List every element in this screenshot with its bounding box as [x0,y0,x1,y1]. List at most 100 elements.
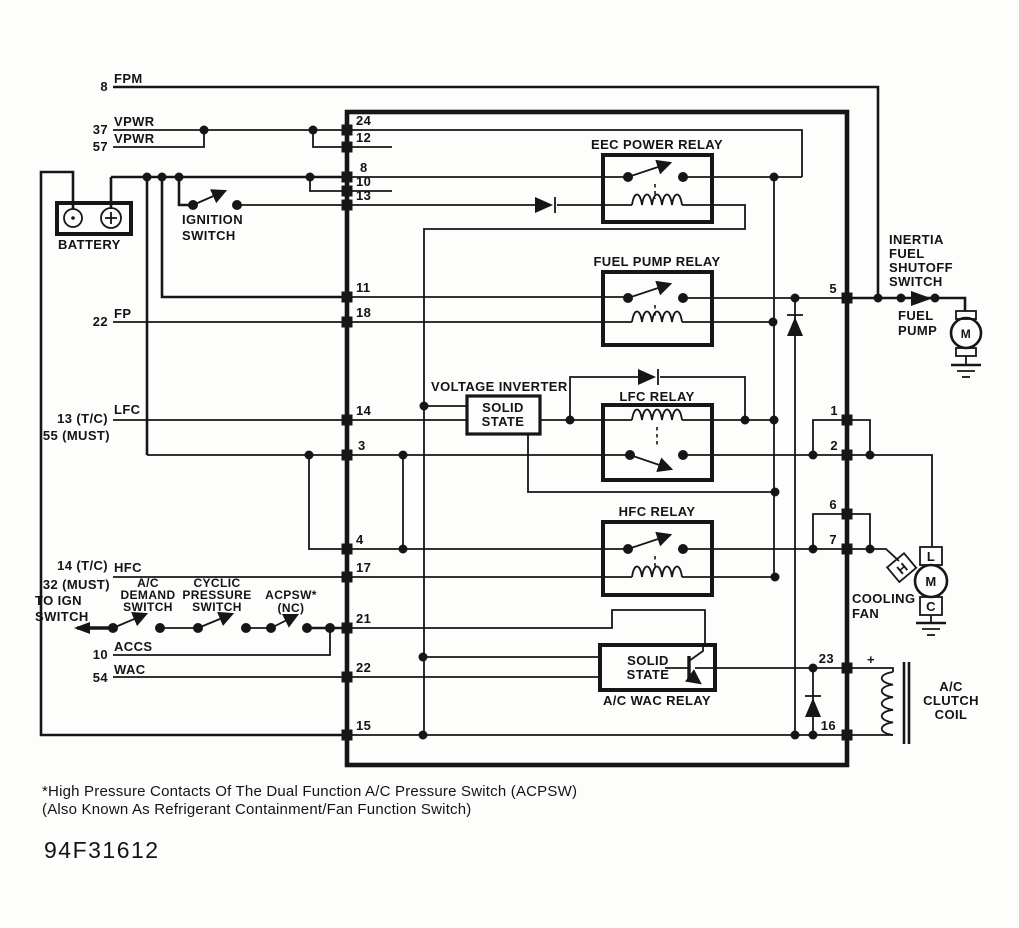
eec-power-relay-label: EEC POWER RELAY [591,137,723,152]
ac-clutch-coil-label: A/C [939,679,963,694]
pin-label: 17 [356,560,371,575]
pin-label: 16 [821,718,836,733]
cooling-fan-motor [885,546,949,636]
hfc-relay [601,520,714,597]
fuel-pump-relay-label: FUEL PUMP RELAY [593,254,720,269]
voltage-inverter-box [465,394,542,436]
vpwr37-name: VPWR [114,114,155,129]
fuel-pump-label: FUEL [898,308,934,323]
solid-state-label: SOLID [627,653,669,668]
diode-icon [787,317,803,336]
fp-name: FP [114,306,131,321]
figure-id: 94F31612 [44,837,160,863]
signal-labels: 8 FPM 37 VPWR 57 VPWR 22 FP 13 (T/C) 55 … [43,71,155,685]
relay-coil-icon [631,193,683,206]
inertia-switch-label: SWITCH [889,274,943,289]
pin-label: 24 [356,113,372,128]
internal-wiring [347,129,847,736]
pin-label: 10 [356,174,371,189]
ac-demand-switch-label: SWITCH [123,600,173,614]
cooling-fan-label: FAN [852,606,879,621]
wac-name: WAC [114,662,146,677]
diode-icon [638,369,656,385]
pin-label: 15 [356,718,371,733]
pin-label: 1 [830,403,838,418]
pin-label: 11 [356,280,371,295]
footnote-line1: *High Pressure Contacts Of The Dual Func… [42,783,577,800]
relay-blade-icon [627,531,673,550]
eec-power-relay [601,153,714,224]
fan-terminal-label: L [927,549,935,564]
eec-module-box [344,109,850,768]
relay-coil-icon [631,310,683,323]
module-pins [341,124,853,741]
motor-letter: M [961,327,971,341]
pin-label: 14 [356,403,372,418]
battery-symbol [55,201,133,236]
footnotes: *High Pressure Contacts Of The Dual Func… [42,783,577,863]
pin-label: 7 [829,532,837,547]
ac-clutch-coil-icon [880,671,894,736]
fpm-pin: 8 [100,79,108,94]
relay-blade-icon [627,159,673,178]
cyclic-pressure-switch-label: PRESSURE [182,588,251,602]
battery-label: BATTERY [58,237,121,252]
inertia-switch-label: SHUTOFF [889,260,953,275]
solid-state-label: SOLID [482,400,524,415]
external-wiring-left [39,85,880,737]
ignition-switch-label: IGNITION [182,212,243,227]
cooling-fan-label: COOLING [852,591,915,606]
pin-label: 4 [356,532,364,547]
pin-label: 2 [830,438,838,453]
pin-label: 12 [356,130,371,145]
component-labels: BATTERY IGNITION SWITCH TO IGN SWITCH A/… [35,137,979,722]
pin-label: 3 [358,438,366,453]
hfc-pin-tc: 14 (T/C) [57,558,108,573]
ignition-switch-label: SWITCH [182,228,236,243]
ignition-switch-blade-icon [192,189,228,206]
ac-clutch-coil-label: CLUTCH [923,693,979,708]
fan-terminal-high [885,552,918,584]
cyclic-pressure-switch-blade-icon [197,611,235,629]
wac-pin: 54 [93,670,109,685]
to-ign-switch-label: TO IGN [35,593,82,608]
inertia-switch-label: FUEL [889,246,925,261]
pin-label: 13 [356,188,371,203]
fuel-pump-motor [949,310,983,378]
acpsw-label: ACPSW* [265,588,317,602]
footnote-line2: (Also Known As Refrigerant Containment/F… [42,801,472,818]
external-wiring-right [847,291,967,744]
cyclic-pressure-switch-label: SWITCH [192,600,242,614]
hfc-pin-must: 32 (MUST) [43,577,110,592]
lfc-pin-tc: 13 (T/C) [57,411,108,426]
hfc-name: HFC [114,560,142,575]
ac-wac-relay-box [598,643,717,692]
ac-demand-switch-label: A/C [137,576,159,590]
ac-clutch-coil-label: COIL [935,707,968,722]
clutch-plus-sign: + [867,652,875,667]
vpwr37-pin: 37 [93,122,108,137]
inertia-switch-label: INERTIA [889,232,944,247]
diode-icon [805,698,821,717]
lfc-pin-must: 55 (MUST) [43,428,110,443]
pin-label: 21 [356,611,371,626]
to-ign-arrow-icon [74,622,90,634]
ac-demand-switch-blade-icon [112,612,149,629]
inertia-switch-icon [911,291,932,306]
pin-label: 8 [360,160,368,175]
diodes [535,197,821,717]
relay-blade-icon [627,280,673,299]
accs-name: ACCS [114,639,152,654]
pin-labels: 24 12 8 10 13 11 18 14 3 4 17 21 22 15 5… [356,113,838,733]
accs-pin: 10 [93,647,108,662]
cyclic-pressure-switch-label: CYCLIC [193,576,240,590]
pin-label: 22 [356,660,371,675]
pin-label: 6 [829,497,837,512]
vpwr57-name: VPWR [114,131,155,146]
relay-coil-icon [631,565,683,578]
relay-coil-icon [631,408,683,421]
pin-label: 18 [356,305,371,320]
solid-state-label: STATE [482,414,525,429]
